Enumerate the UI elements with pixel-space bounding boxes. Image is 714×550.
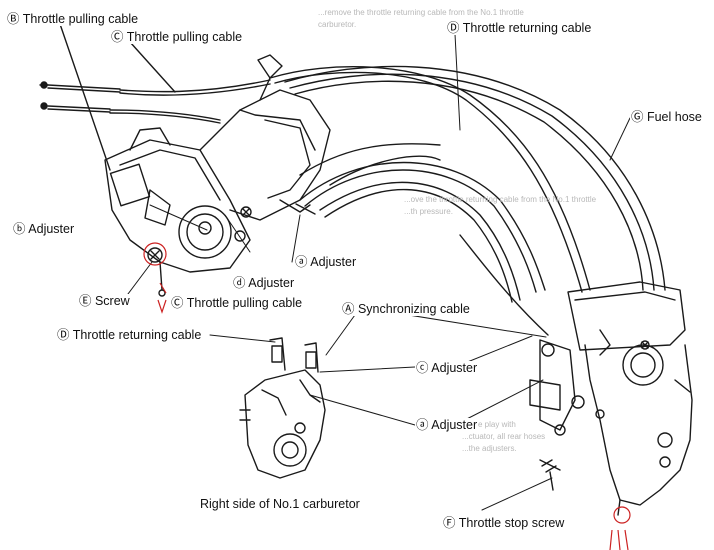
throttle-pulling-cable-c-drawing [40,102,221,124]
carburetor-right [529,281,693,516]
fuel-hose-drawing [284,65,666,291]
bg-text-3: ...ove the throttle returning cable from… [404,195,597,204]
label-b-throttle-pulling-cable: Ⓑ Throttle pulling cable [6,12,140,26]
label-b-adjuster: ⓑ Adjuster [12,222,76,236]
throttle-body-left [104,127,252,297]
bg-text-2: carburetor. [318,20,357,29]
inset-caption: Right side of No.1 carburetor [200,497,360,511]
label-d-adjuster: ⓓ Adjuster [232,276,296,290]
label-f-throttle-stop-screw: Ⓕ Throttle stop screw [442,516,566,530]
label-g-fuel-hose: Ⓖ Fuel hose [630,110,703,124]
linkage-housing [199,54,331,221]
label-a-adjuster-bottom: ⓐ Adjuster [415,418,479,432]
label-a-synchronizing-cable: Ⓐ Synchronizing cable [341,302,471,316]
label-e-screw: Ⓔ Screw [78,294,131,308]
label-d-throttle-returning-cable-mid: Ⓓ Throttle returning cable [56,328,203,342]
label-d-throttle-returning-cable-top: Ⓓ Throttle returning cable [446,21,593,35]
synchronizing-cable-drawing [459,234,549,336]
throttle-returning-cable-d-drawing [269,66,591,293]
cable-bundle-drawing [299,143,546,303]
throttle-pulling-cable-b-drawing [39,79,271,96]
label-c-adjuster: ⓒ Adjuster [415,361,479,375]
bg-text-5: ...free play with [462,420,516,429]
bg-text-6: ...ctuator, all rear hoses [462,432,546,441]
bg-text-1: ...remove the throttle returning cable f… [318,8,524,17]
label-c-throttle-pulling-cable-top: Ⓒ Throttle pulling cable [110,30,244,44]
label-a-adjuster-top: ⓐ Adjuster [294,255,358,269]
red-marks [143,242,631,550]
label-c-throttle-pulling-cable-mid: Ⓒ Throttle pulling cable [170,296,304,310]
bg-text-4: ...th pressure. [404,207,453,216]
bg-text-7: ...the adjusters. [462,444,517,453]
inset-carburetor [239,337,326,479]
